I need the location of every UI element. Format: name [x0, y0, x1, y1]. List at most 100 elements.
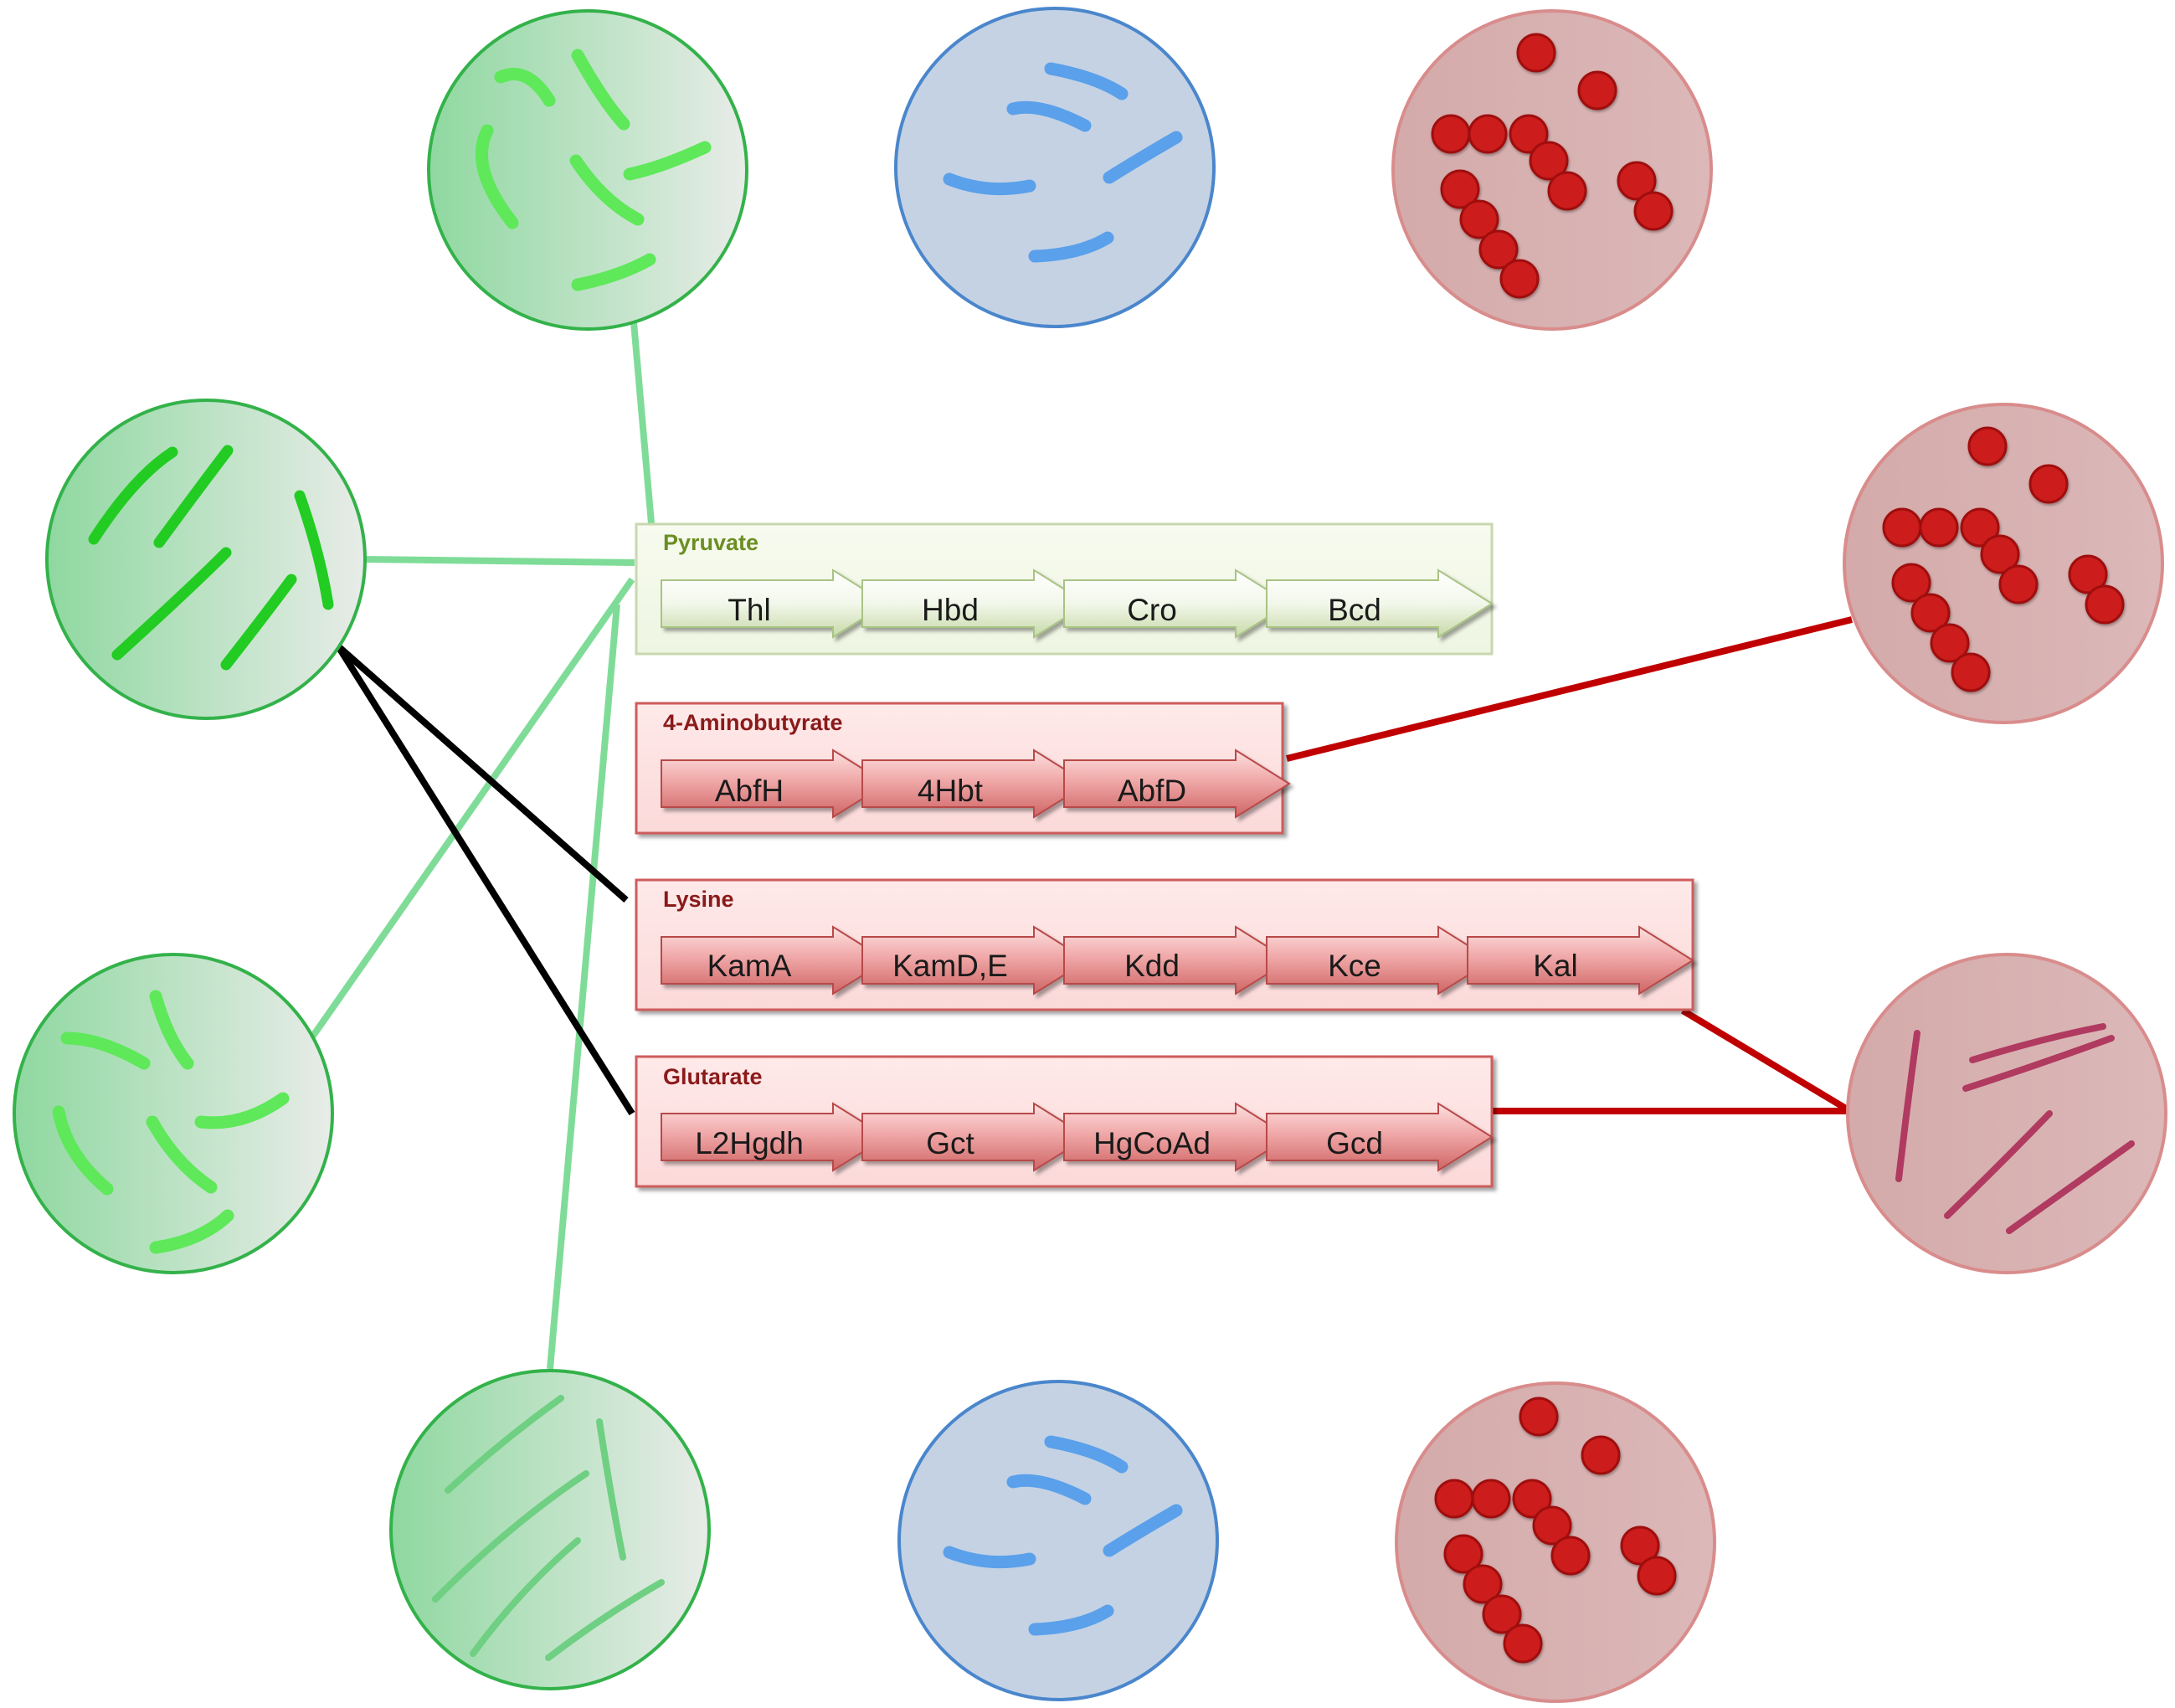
rod [1895, 1030, 1920, 1182]
link-top-left-to-pyruvate [630, 322, 655, 524]
rod [1969, 1023, 2106, 1063]
gene-arrow: 4Hbt [861, 749, 1089, 819]
rod [1103, 1504, 1183, 1557]
rod [1103, 131, 1183, 184]
coccus [1547, 171, 1587, 211]
arrow-shape [1266, 568, 1494, 639]
rod [470, 1537, 581, 1657]
gene-arrow: Kdd [1063, 925, 1291, 995]
rod [1944, 1110, 2053, 1219]
organism-bottom-left [389, 1369, 711, 1690]
rod [623, 141, 712, 181]
link-bottom-left-to-pyruvate [547, 604, 620, 1370]
gene-label: Thl [728, 593, 770, 627]
pathway-lysine: Lysine KamA KamD,E Kdd Kce Kal [635, 878, 1694, 1011]
pathway-title: Glutarate [663, 1064, 763, 1089]
coccus [1882, 507, 1922, 548]
gene-arrow: AbfH [661, 749, 888, 819]
bacteria-rods [943, 62, 1183, 263]
arrow-shape [1063, 568, 1291, 639]
organism-top-middle [894, 7, 1216, 328]
organism-circle [1846, 953, 2167, 1274]
coccus [1509, 114, 1549, 154]
rod [1006, 1474, 1092, 1505]
arrow-shape [861, 568, 1089, 639]
arrow-shape [1467, 925, 1694, 995]
rod [111, 547, 232, 661]
arrow-shape [1063, 1102, 1291, 1172]
gene-arrow: Hbd [861, 568, 1089, 639]
organism-bottom-right [1395, 1381, 1716, 1703]
arrow-shape [661, 925, 888, 995]
organism-circle [897, 1380, 1219, 1701]
gene-arrow: KamA [661, 925, 888, 995]
gene-label: L2Hgdh [695, 1126, 804, 1160]
rod [1044, 1435, 1129, 1474]
gene-arrow: Gcd [1266, 1102, 1494, 1172]
pathway-pyruvate: Pyruvate Thl Hbd Cro Bcd [635, 522, 1494, 656]
pathway-title: 4-Aminobutyrate [663, 710, 843, 735]
rod [1028, 1604, 1114, 1636]
coccus [1577, 70, 1617, 111]
coccus [1459, 199, 1499, 239]
organism-right-upper [1843, 403, 2164, 724]
coccus [1960, 507, 2000, 548]
rod [545, 1579, 665, 1661]
cocci-chain [1434, 1397, 1677, 1664]
rod [1006, 100, 1092, 132]
rod [1044, 62, 1129, 100]
rod [571, 49, 630, 131]
coccus [1620, 1525, 1660, 1566]
arrow-shape [661, 568, 888, 639]
coccus [2085, 584, 2125, 625]
coccus [1503, 1623, 1543, 1664]
gene-label: 4Hbt [918, 774, 984, 808]
gene-label: Hbd [922, 593, 979, 627]
organism-right-lower [1846, 953, 2167, 1274]
rod [432, 1470, 589, 1603]
organism-circle [45, 399, 367, 720]
gene-arrow: KamD,E [861, 925, 1089, 995]
rod [1962, 1035, 2115, 1092]
gene-label: Kce [1328, 949, 1381, 983]
organism-circle [389, 1369, 711, 1690]
link-right-lower-to-lysine [1680, 1007, 1853, 1114]
pathway-title: Lysine [663, 887, 734, 912]
rod [569, 154, 645, 226]
organism-top-left [427, 9, 748, 331]
cocci-chain [1882, 426, 2125, 692]
gene-label: Gcd [1326, 1126, 1383, 1160]
coccus [1499, 259, 1540, 299]
rod [294, 490, 334, 610]
coccus [1434, 1479, 1474, 1519]
rod [194, 1092, 290, 1129]
rod [494, 68, 556, 107]
coccus [1482, 1594, 1522, 1634]
bacteria-rods [476, 49, 712, 291]
bacteria-rods [52, 990, 290, 1254]
link-right-upper-to-aminobutyrate [1286, 616, 1853, 762]
gene-label: Kal [1533, 949, 1577, 983]
link-left-lower-to-pyruvate [308, 577, 635, 1041]
gene-label: Bcd [1328, 593, 1381, 627]
coccus [2068, 554, 2108, 594]
gene-arrow: L2Hgdh [661, 1102, 888, 1172]
coccus [1516, 33, 1556, 73]
organism-bottom-middle [897, 1380, 1219, 1701]
gene-label: Cro [1127, 593, 1177, 627]
arrow-shape [861, 925, 1089, 995]
link-left-upper-to-lysine [336, 643, 629, 903]
gene-label: KamD,E [892, 949, 1008, 983]
bacteria-rods [1895, 1023, 2135, 1234]
coccus [1471, 1479, 1511, 1519]
coccus [1443, 1534, 1483, 1574]
pathway-glutarate: Glutarate L2Hgdh Gct HgCoAd Gcd [635, 1055, 1494, 1188]
rod [445, 1395, 564, 1494]
coccus [1529, 141, 1569, 181]
cocci-chain [1431, 33, 1674, 299]
arrow-shape [1063, 925, 1291, 995]
arrow-shape [861, 749, 1089, 819]
rod [60, 1031, 151, 1070]
bacteria-rods [432, 1395, 665, 1661]
coccus [1519, 1397, 1559, 1437]
